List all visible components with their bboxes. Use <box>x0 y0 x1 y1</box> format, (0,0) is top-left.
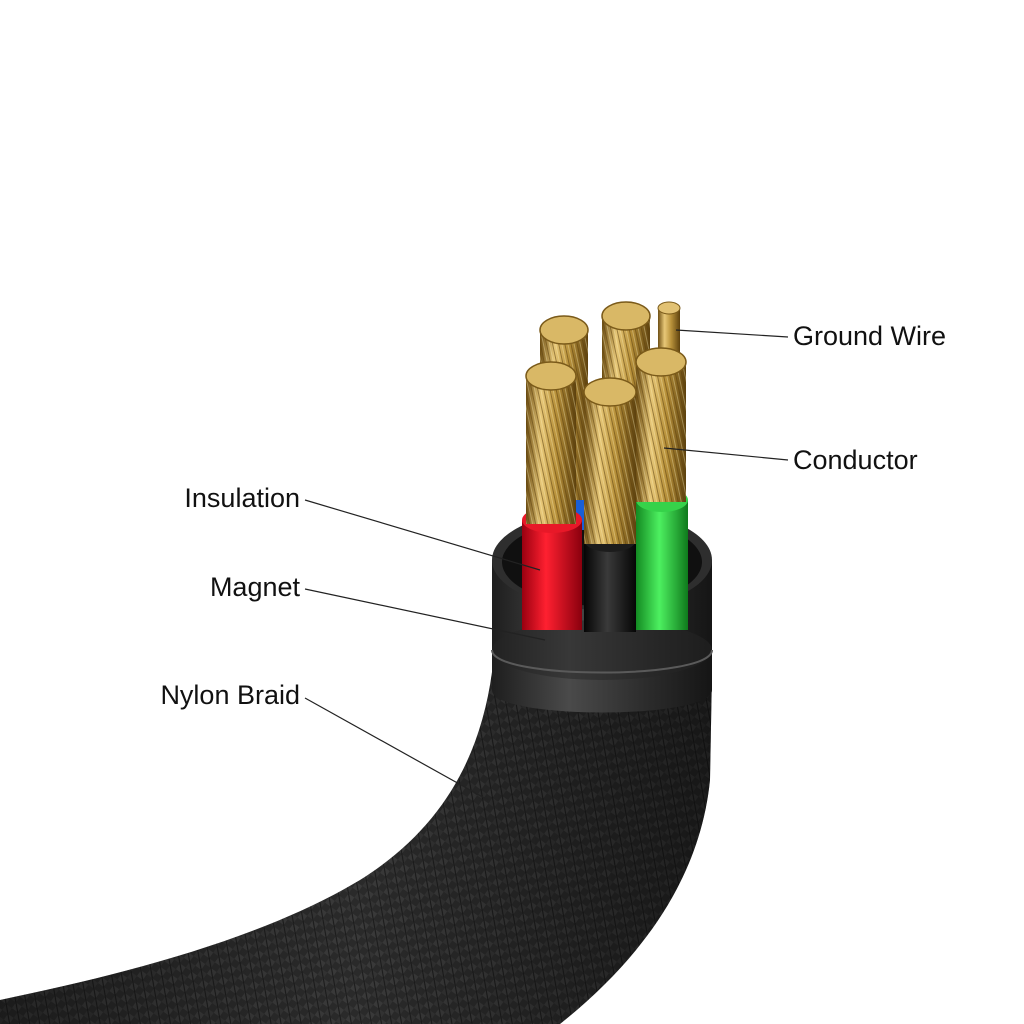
label-insulation: Insulation <box>184 483 300 513</box>
label-nylon-braid: Nylon Braid <box>160 680 300 710</box>
leader-insulation <box>304 499 541 571</box>
leader-ground-wire <box>675 329 789 338</box>
leader-conductor <box>663 447 789 461</box>
leader-nylon-braid <box>304 697 489 801</box>
green-insulated-wire <box>635 347 688 630</box>
leader-magnet <box>304 588 546 641</box>
red-insulated-wire <box>522 361 582 630</box>
nylon-braid-cable <box>0 672 712 1024</box>
black-insulated-wire <box>583 377 637 632</box>
label-ground-wire: Ground Wire <box>793 321 947 351</box>
label-conductor: Conductor <box>793 445 918 475</box>
leader-lines <box>304 329 789 801</box>
label-magnet: Magnet <box>209 572 300 602</box>
